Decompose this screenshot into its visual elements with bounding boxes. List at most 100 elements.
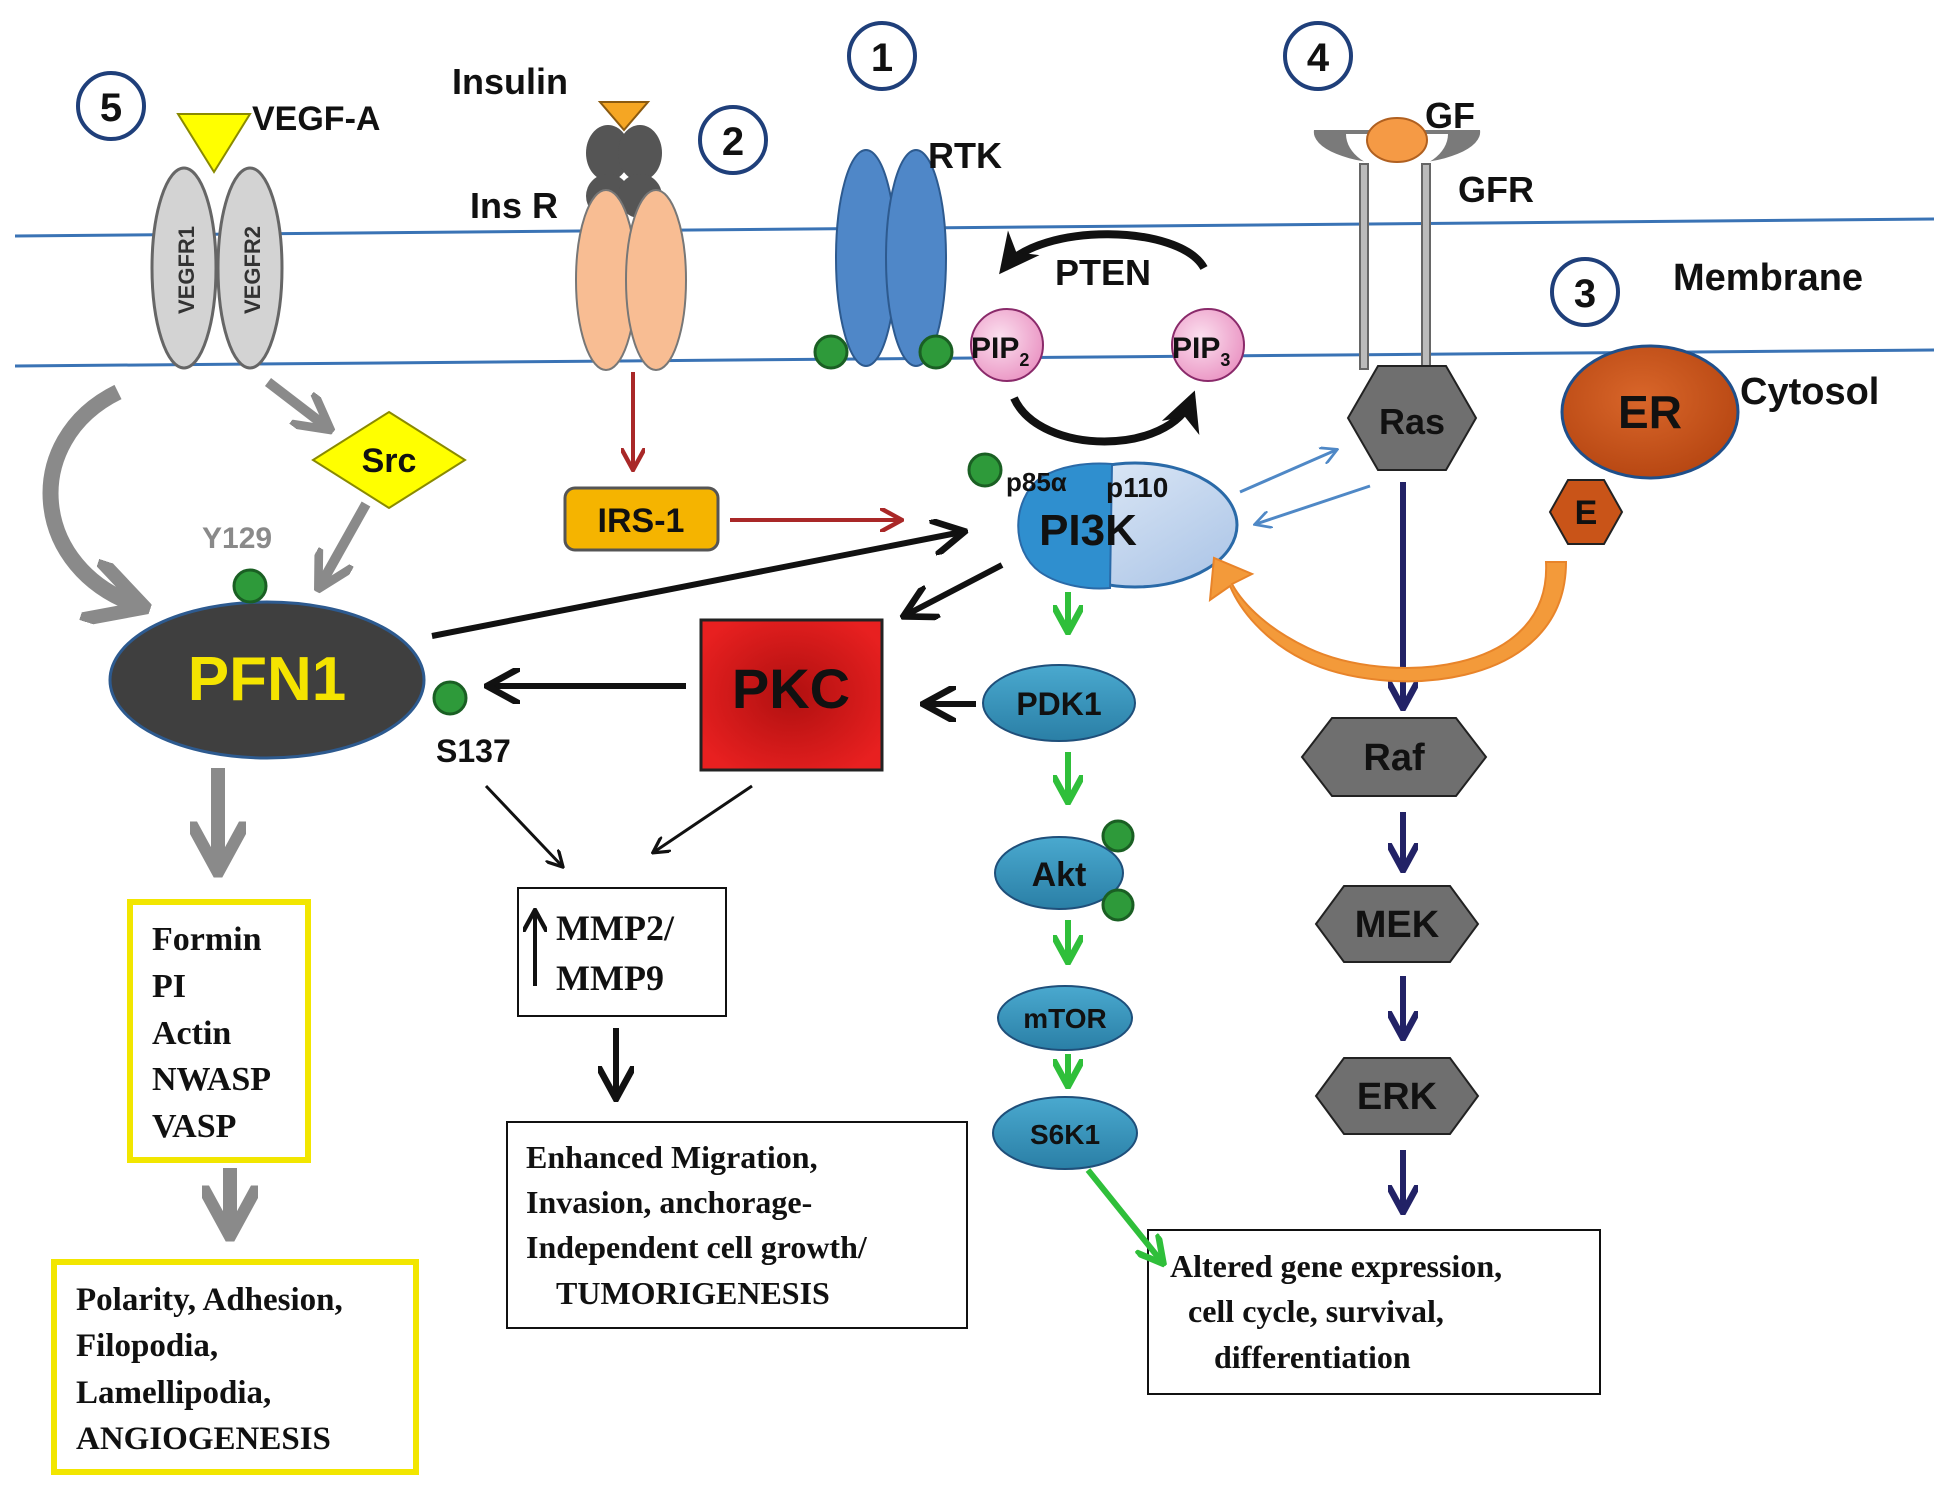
s6k1-to-gene-expression-arrow xyxy=(1085,1168,1162,1262)
akt-node: Akt xyxy=(994,819,1135,922)
svg-text:PIP2: PIP2 xyxy=(971,332,1029,370)
svg-text:VEGFR2: VEGFR2 xyxy=(240,226,265,314)
rtk-label: RTK xyxy=(928,135,1002,176)
svg-text:ERK: ERK xyxy=(1357,1076,1438,1118)
binding-partner: Actin xyxy=(152,1015,231,1052)
pathway-number-1: 1 xyxy=(847,21,917,91)
svg-text:IRS-1: IRS-1 xyxy=(598,502,685,540)
ras-to-pi3k-arrow xyxy=(1256,484,1371,524)
gfr-label: GFR xyxy=(1458,169,1534,210)
svg-text:mTOR: mTOR xyxy=(1023,1003,1107,1034)
outcome-line: Polarity, Adhesion, xyxy=(76,1282,343,1318)
svg-text:Src: Src xyxy=(362,442,417,480)
vegfr-to-src-arrow xyxy=(264,378,328,428)
irs1-node: IRS-1 xyxy=(563,486,720,552)
svg-text:2: 2 xyxy=(722,120,744,164)
y129-label: Y129 xyxy=(202,522,272,555)
svg-text:VEGFR1: VEGFR1 xyxy=(174,226,199,314)
mmp-box: MMP2/ MMP9 xyxy=(517,887,727,1017)
pi3k-to-ras-arrow xyxy=(1239,450,1336,494)
svg-text:PIP3: PIP3 xyxy=(1172,332,1230,370)
phospho-site-y129 xyxy=(232,568,268,604)
pip2-node: PIP2 xyxy=(970,308,1044,382)
pip3-node: PIP3 xyxy=(1171,308,1245,382)
gfr-receptor: GFR xyxy=(1313,130,1534,370)
membrane-label: Membrane xyxy=(1673,257,1863,299)
insulin-ligand: Insulin xyxy=(452,61,651,132)
outcome-line: Altered gene expression, xyxy=(1170,1248,1502,1284)
mmp9-label: MMP9 xyxy=(556,958,664,998)
outcome-line: TUMORIGENESIS xyxy=(556,1275,830,1311)
er-to-pi3k-arrow xyxy=(1208,556,1568,683)
svg-text:3: 3 xyxy=(1574,272,1596,316)
svg-text:Akt: Akt xyxy=(1032,856,1087,894)
pdk1-node: PDK1 xyxy=(982,664,1136,742)
svg-text:5: 5 xyxy=(100,86,122,130)
pi3k-phosphorylation-arrow xyxy=(1010,390,1200,446)
svg-text:PKC: PKC xyxy=(732,657,850,720)
tumorigenesis-box: Enhanced Migration, Invasion, anchorage-… xyxy=(506,1121,968,1329)
outcome-line: ANGIOGENESIS xyxy=(76,1421,331,1457)
cytosol-label: Cytosol xyxy=(1740,371,1879,413)
vegfr-to-pfn1-arrow xyxy=(42,384,140,606)
vegfr1-receptor: VEGFR1 xyxy=(150,166,218,370)
phospho-site xyxy=(1101,819,1135,853)
raf-node: Raf xyxy=(1300,717,1488,797)
pathway-number-3: 3 xyxy=(1550,257,1620,327)
phospho-site xyxy=(1101,888,1135,922)
src-node: Src xyxy=(311,410,467,510)
pkc-to-mmp-arrow xyxy=(654,784,753,852)
pkc-node: PKC xyxy=(699,618,884,772)
pathway-number-5: 5 xyxy=(76,71,146,141)
gene-expression-box: Altered gene expression, cell cycle, sur… xyxy=(1147,1229,1601,1395)
pathway-number-4: 4 xyxy=(1283,21,1353,91)
svg-text:VEGF-A: VEGF-A xyxy=(252,100,380,138)
mmp2-label: MMP2/ xyxy=(556,908,675,948)
insulin-receptor-label: Ins R xyxy=(470,185,558,226)
s137-to-mmp-arrow xyxy=(484,784,562,866)
pathway-number-2: 2 xyxy=(698,105,768,175)
pfn1-outcomes-box: Polarity, Adhesion, Filopodia, Lamellipo… xyxy=(51,1259,419,1475)
svg-text:PDK1: PDK1 xyxy=(1016,686,1101,722)
mtor-node: mTOR xyxy=(997,985,1133,1051)
svg-text:Raf: Raf xyxy=(1363,737,1425,779)
vegf-a-ligand: VEGF-A xyxy=(176,100,380,174)
pfn1-node: PFN1 Y129 S137 xyxy=(108,522,511,769)
svg-text:1: 1 xyxy=(871,36,893,80)
s6k1-node: S6K1 xyxy=(992,1096,1138,1170)
pi3k-to-pkc-arrow xyxy=(906,562,1004,615)
binding-partner: Formin xyxy=(152,921,262,958)
svg-text:S6K1: S6K1 xyxy=(1030,1119,1100,1150)
pten-dephosphorylation-arrow xyxy=(999,230,1208,275)
binding-partners-box: Formin PI Actin NWASP VASP xyxy=(127,899,311,1163)
rtk-receptor: RTK xyxy=(813,135,1002,370)
phospho-site-s137 xyxy=(432,680,468,716)
pi3k-label: PI3K xyxy=(1039,506,1137,555)
outcome-line: Invasion, anchorage- xyxy=(526,1184,812,1220)
estrogen-ligand: E xyxy=(1548,479,1624,545)
s137-label: S137 xyxy=(436,733,511,769)
p110-subunit-label: p110 xyxy=(1106,472,1168,503)
pfn1-label: PFN1 xyxy=(188,645,346,714)
binding-partner: VASP xyxy=(152,1108,236,1145)
phospho-site xyxy=(967,452,1003,488)
outcome-line: cell cycle, survival, xyxy=(1188,1293,1444,1329)
er-label: ER xyxy=(1618,386,1682,438)
pfn1-to-pi3k-arrow xyxy=(431,532,962,639)
svg-text:GF: GF xyxy=(1425,95,1475,136)
svg-text:4: 4 xyxy=(1307,36,1330,80)
er-receptor: ER xyxy=(1560,344,1740,480)
mek-node: MEK xyxy=(1314,885,1480,963)
p85-subunit-label: p85α xyxy=(1006,467,1067,497)
outcome-line: Filopodia, xyxy=(76,1328,218,1364)
binding-partner: NWASP xyxy=(152,1061,271,1098)
outcome-line: Enhanced Migration, xyxy=(526,1139,818,1175)
outcome-line: Lamellipodia, xyxy=(76,1375,271,1411)
pi3k-complex: p85α p110 PI3K xyxy=(967,452,1239,590)
insulin-receptor: Ins R xyxy=(470,125,687,371)
gf-ligand: GF xyxy=(1366,95,1475,163)
svg-text:E: E xyxy=(1575,494,1598,532)
svg-text:Insulin: Insulin xyxy=(452,61,568,102)
ras-node: Ras xyxy=(1346,365,1478,471)
